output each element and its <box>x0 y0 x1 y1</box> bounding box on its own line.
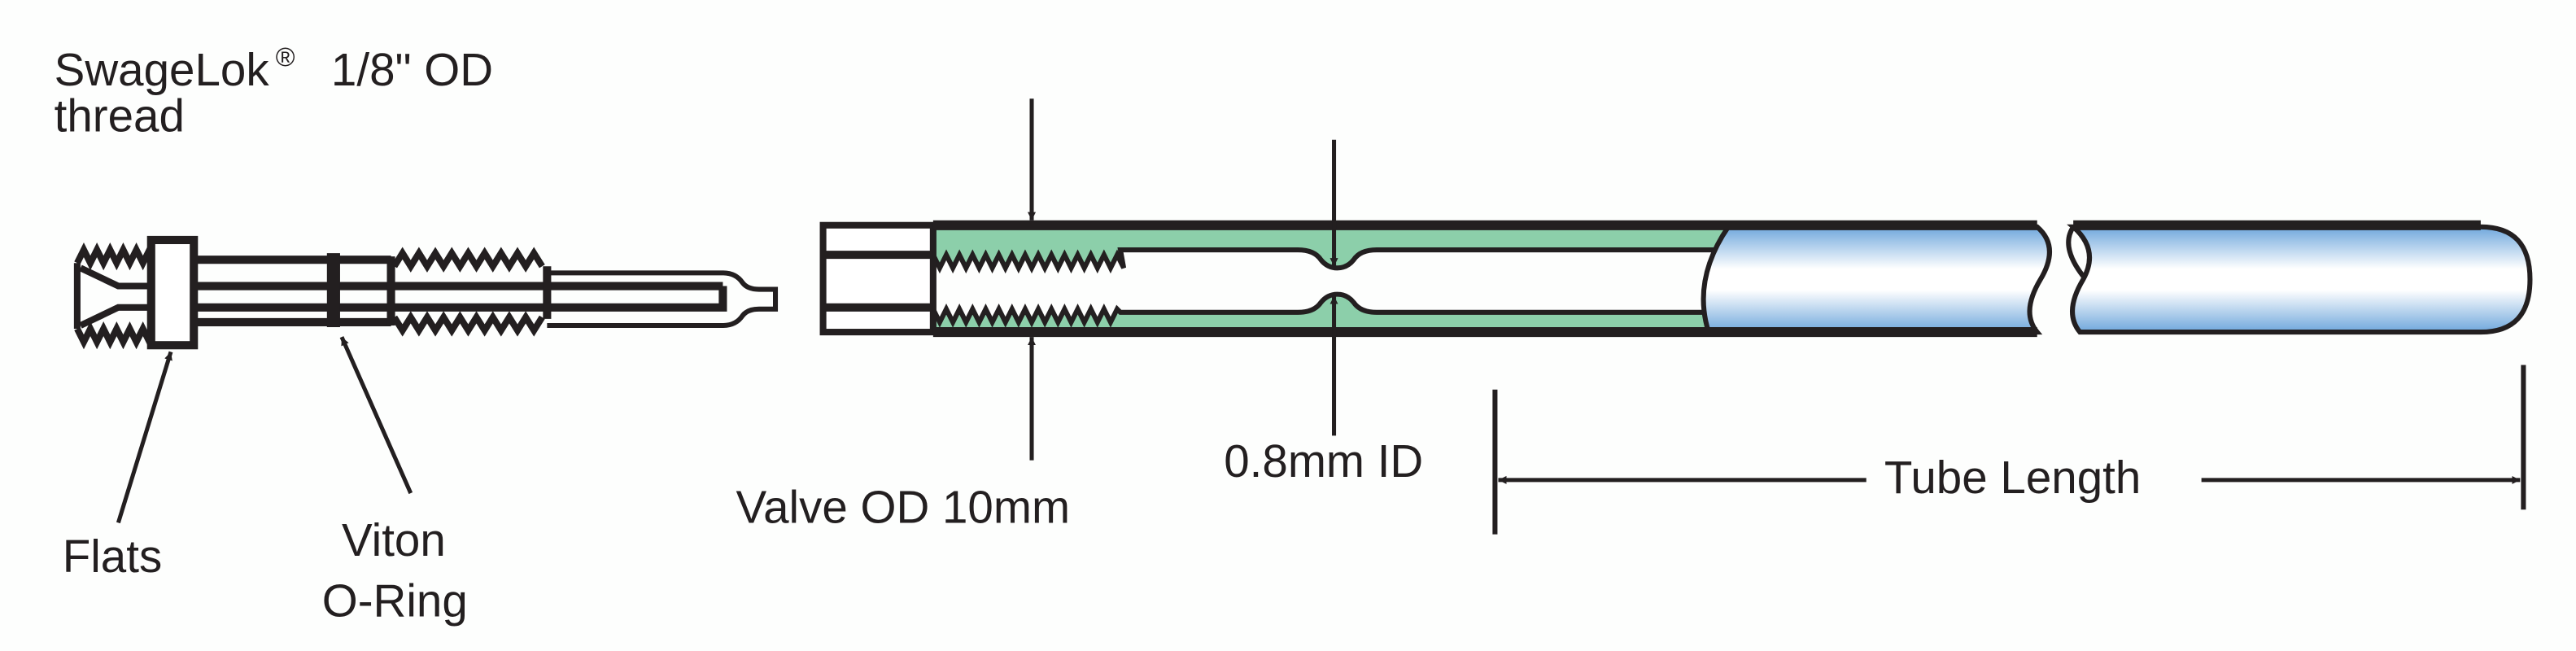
o-ring-arrow <box>339 336 413 495</box>
valve-cap <box>819 221 937 336</box>
swagelok-fitting <box>73 235 779 350</box>
tube-length-label: Tube Length <box>1884 452 2141 503</box>
swagelok-thread-label: thread <box>55 90 185 142</box>
inner-diameter-label: 0.8mm ID <box>1224 435 1423 487</box>
flats-arrow <box>116 351 173 524</box>
o-ring <box>326 253 340 328</box>
dimension-arrows <box>116 98 2526 535</box>
swagelok-label: SwageLok®1/8" OD <box>55 42 493 95</box>
tube-end-section <box>2067 224 2533 335</box>
valve <box>819 220 2533 338</box>
flats-label: Flats <box>63 531 163 582</box>
valve-od-label: Valve OD 10mm <box>736 481 1071 532</box>
tube-section <box>1701 224 2052 335</box>
o-ring-label: O-Ring <box>322 575 468 627</box>
viton-label: Viton <box>342 514 446 566</box>
